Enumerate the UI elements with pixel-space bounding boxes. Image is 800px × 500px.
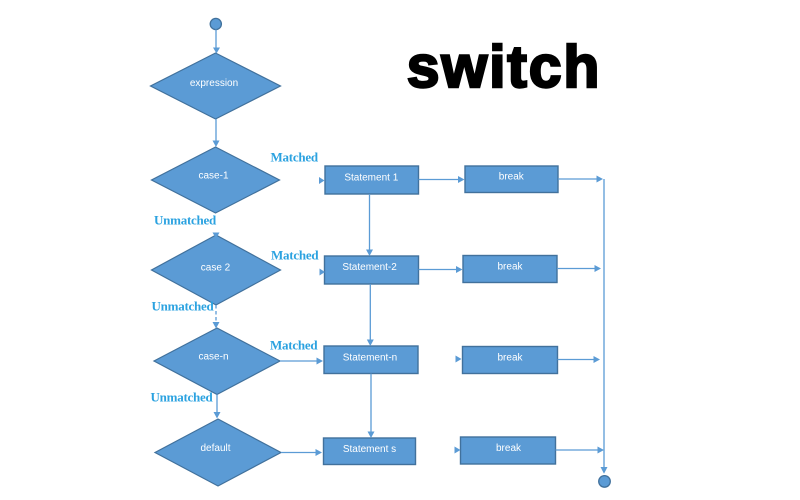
svg-text:Statement-n: Statement-n — [343, 352, 397, 363]
svg-text:Statement 1: Statement 1 — [344, 172, 398, 183]
svg-text:case-n: case-n — [198, 352, 228, 363]
svg-text:break: break — [497, 353, 523, 364]
svg-text:switch: switch — [407, 34, 601, 100]
svg-text:Matched: Matched — [271, 248, 319, 263]
svg-text:case 2: case 2 — [201, 263, 231, 274]
svg-text:Statement s: Statement s — [343, 444, 396, 455]
svg-text:Unmatched: Unmatched — [154, 213, 217, 228]
svg-text:break: break — [497, 262, 523, 273]
svg-text:Unmatched: Unmatched — [152, 299, 215, 314]
svg-text:case-1: case-1 — [198, 171, 228, 182]
svg-text:Matched: Matched — [270, 338, 318, 353]
svg-text:break: break — [496, 443, 522, 454]
svg-text:default: default — [200, 443, 230, 454]
svg-text:break: break — [499, 172, 525, 183]
svg-text:Statement-2: Statement-2 — [342, 262, 397, 273]
svg-text:expression: expression — [190, 78, 238, 89]
svg-text:Unmatched: Unmatched — [151, 390, 214, 405]
svg-text:Matched: Matched — [271, 150, 319, 165]
